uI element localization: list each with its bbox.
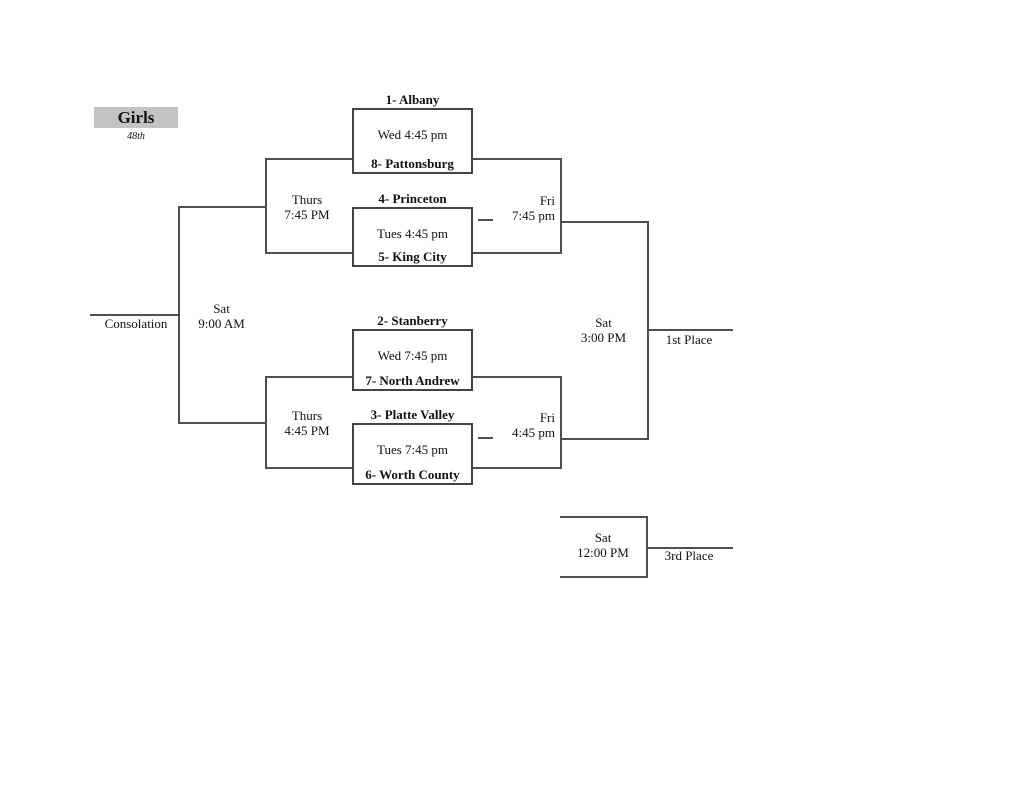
team-seed-7: 7- North Andrew xyxy=(365,373,460,388)
championship-time: 3:00 PM xyxy=(580,330,627,345)
consolation-semi-top-time: 7:45 PM xyxy=(284,207,330,222)
consolation-winner-label: Consolation xyxy=(104,316,168,331)
division-title: Girls xyxy=(94,107,178,128)
game-time-4: Tues 7:45 pm xyxy=(376,442,449,457)
consolation-semi-bottom-schedule: Thurs 4:45 PM xyxy=(267,408,347,438)
consolation-final-time: 9:00 AM xyxy=(198,316,245,331)
game-box-quarterfinal-1: 1- Albany Wed 4:45 pm 8- Pattonsburg xyxy=(352,93,473,174)
game-box-quarterfinal-3: 2- Stanberry Wed 7:45 pm 7- North Andrew xyxy=(352,314,473,391)
bracket-connector-consolation-final xyxy=(178,206,180,424)
team-seed-1: 1- Albany xyxy=(385,92,440,107)
bracket-connector-semifinal-top xyxy=(560,158,562,254)
bracket-line-game2-winner xyxy=(473,252,560,254)
team-seed-5: 5- King City xyxy=(378,249,447,264)
team-seed-8: 8- Pattonsburg xyxy=(371,156,454,171)
bracket-line-game2-loser xyxy=(265,252,352,254)
team-seed-2: 2- Stanberry xyxy=(377,313,448,328)
team-seed-3: 3- Platte Valley xyxy=(370,407,455,422)
bracket-line-third-place-bottom xyxy=(560,576,648,578)
team-seed-6: 6- Worth County xyxy=(365,467,460,482)
consolation-semi-top-day: Thurs xyxy=(291,192,323,207)
third-place-time: 12:00 PM xyxy=(577,545,629,560)
blank-dash-semifinal-top xyxy=(478,219,493,221)
blank-dash-semifinal-bottom xyxy=(478,437,493,439)
bracket-line-consolation-semi-top-winner xyxy=(178,206,267,208)
bracket-line-champion xyxy=(647,329,733,331)
bracket-line-semifinal-bottom-winner xyxy=(560,438,649,440)
game-box-quarterfinal-4: 3- Platte Valley Tues 7:45 pm 6- Worth C… xyxy=(352,408,473,485)
bracket-line-game3-winner xyxy=(473,376,560,378)
semifinal-bottom-schedule: Fri 4:45 pm xyxy=(455,410,555,440)
bracket-line-game4-winner xyxy=(473,467,560,469)
semifinal-top-schedule: Fri 7:45 pm xyxy=(455,193,555,223)
third-place-day: Sat xyxy=(594,530,612,545)
bracket-line-game1-winner xyxy=(473,158,560,160)
semifinal-top-time: 7:45 pm xyxy=(512,208,555,223)
team-seed-4: 4- Princeton xyxy=(378,191,447,206)
bracket-line-game1-loser xyxy=(265,158,352,160)
championship-schedule: Sat 3:00 PM xyxy=(561,315,646,345)
game-time-2: Tues 4:45 pm xyxy=(376,226,449,241)
bracket-line-game4-loser xyxy=(265,467,352,469)
bracket-line-consolation-winner xyxy=(90,314,178,316)
bracket-line-game3-loser xyxy=(265,376,352,378)
tournament-edition: 48th xyxy=(127,131,145,142)
third-place-label: 3rd Place xyxy=(664,548,714,563)
semifinal-bottom-day: Fri xyxy=(539,410,555,425)
consolation-final-schedule: Sat 9:00 AM xyxy=(180,301,263,331)
game-time-3: Wed 7:45 pm xyxy=(377,348,448,363)
consolation-semi-top-schedule: Thurs 7:45 PM xyxy=(267,192,347,222)
championship-day: Sat xyxy=(595,315,612,330)
bracket-line-semifinal-top-winner xyxy=(560,221,649,223)
game-time-1: Wed 4:45 pm xyxy=(377,127,448,142)
game-box-quarterfinal-2: 4- Princeton Tues 4:45 pm 5- King City xyxy=(352,192,473,267)
bracket-connector-semifinal-bottom xyxy=(560,376,562,469)
first-place-label: 1st Place xyxy=(665,332,713,347)
bracket-line-consolation-semi-bottom-winner xyxy=(178,422,267,424)
semifinal-top-day: Fri xyxy=(539,193,555,208)
consolation-semi-bottom-day: Thurs xyxy=(291,408,323,423)
third-place-schedule: Sat 12:00 PM xyxy=(560,530,646,560)
semifinal-bottom-time: 4:45 pm xyxy=(512,425,555,440)
bracket-line-third-place-top xyxy=(560,516,648,518)
consolation-semi-bottom-time: 4:45 PM xyxy=(284,423,330,438)
consolation-final-day: Sat xyxy=(213,301,230,316)
bracket-line-third-place-winner xyxy=(646,547,733,549)
